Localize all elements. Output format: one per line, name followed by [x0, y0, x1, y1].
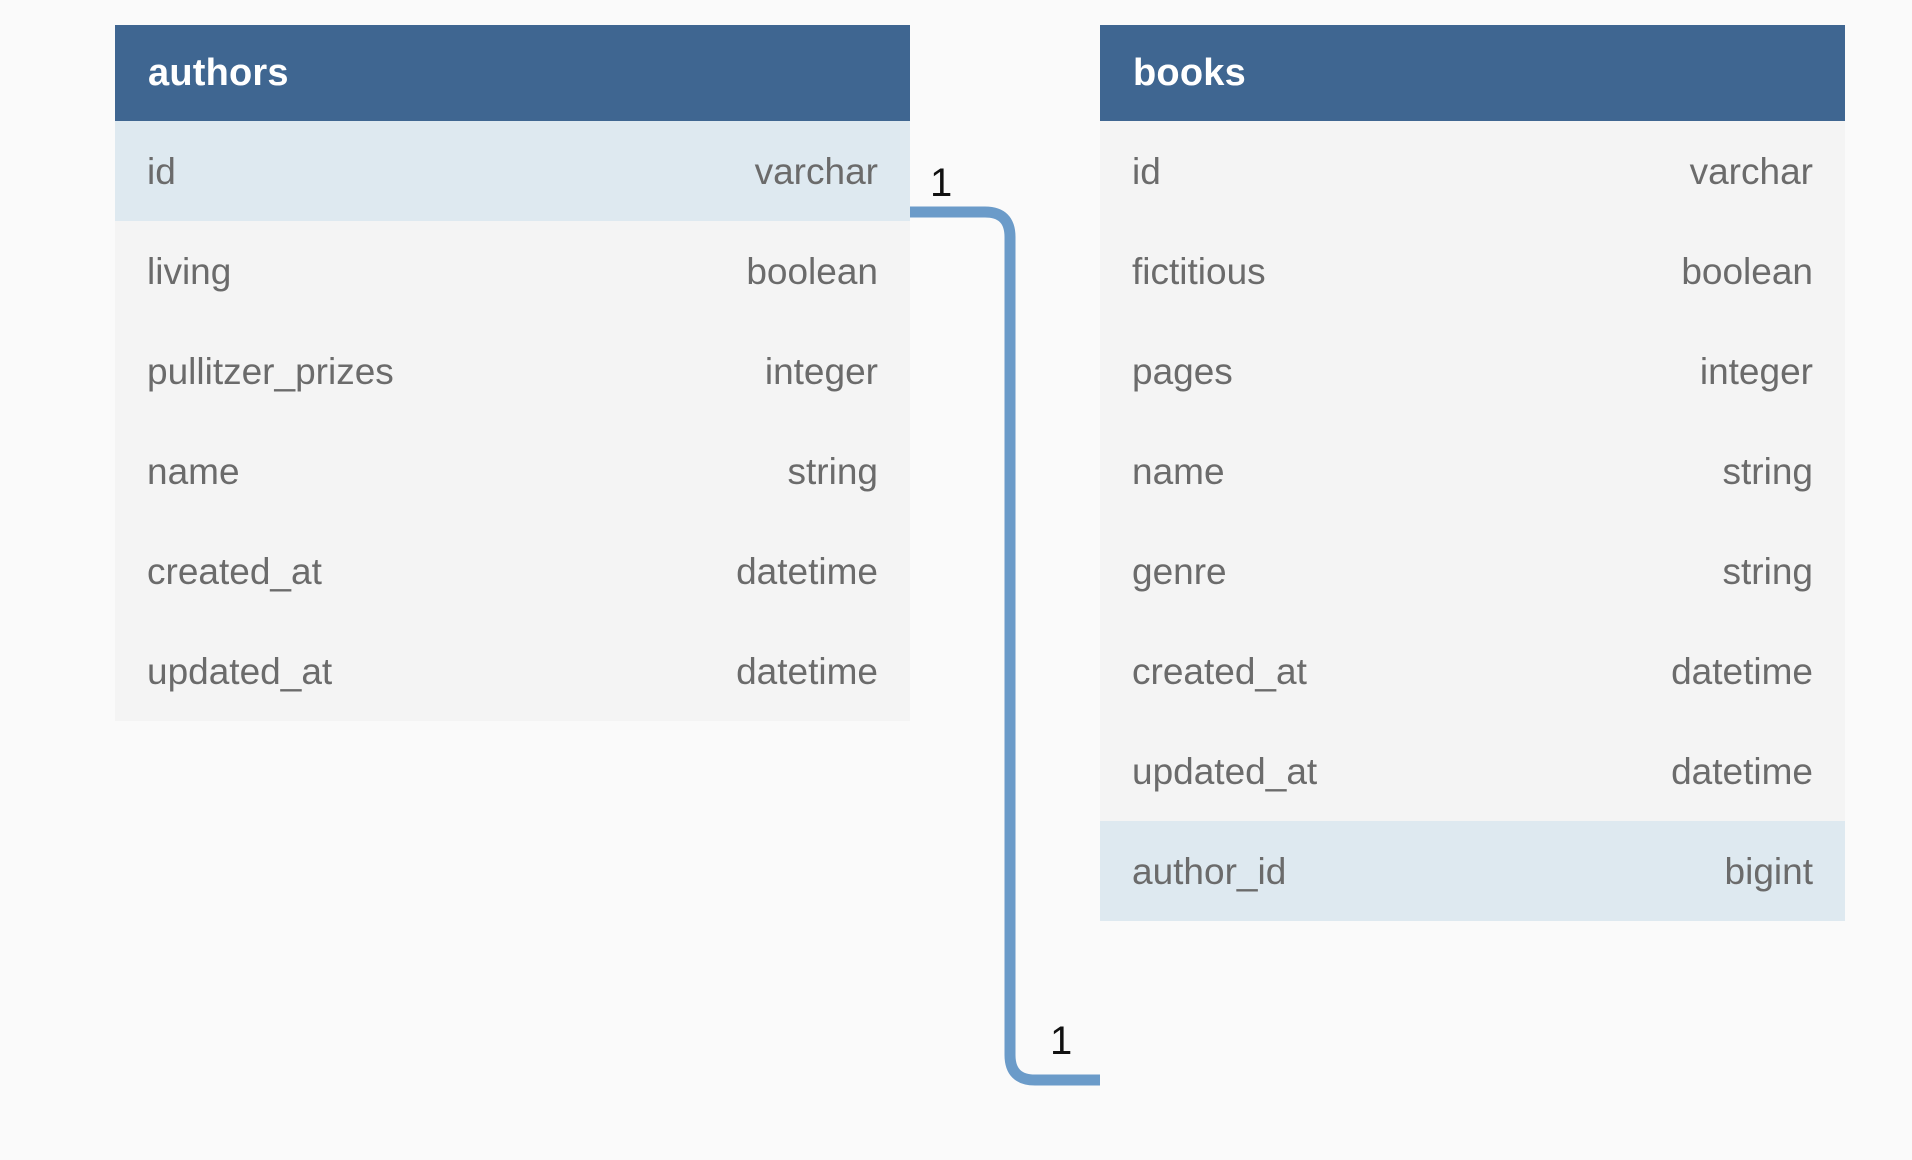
field-type: datetime: [1671, 650, 1813, 692]
field-row-authors-living[interactable]: living boolean: [115, 221, 910, 321]
field-row-books-author-id[interactable]: author_id bigint: [1100, 821, 1845, 921]
entity-header-authors[interactable]: authors: [115, 25, 910, 121]
field-type: varchar: [754, 150, 878, 192]
field-name: created_at: [147, 550, 322, 592]
field-name: pullitzer_prizes: [147, 350, 394, 392]
field-name: name: [1132, 450, 1225, 492]
field-type: integer: [764, 350, 878, 392]
field-name: living: [147, 250, 232, 292]
field-name: id: [1132, 150, 1161, 192]
field-type: string: [1722, 450, 1813, 492]
field-row-authors-pullitzer-prizes[interactable]: pullitzer_prizes integer: [115, 321, 910, 421]
entity-header-books[interactable]: books: [1100, 25, 1845, 121]
field-row-books-created-at[interactable]: created_at datetime: [1100, 621, 1845, 721]
cardinality-label-source: 1: [930, 161, 953, 205]
field-row-books-fictitious[interactable]: fictitious boolean: [1100, 221, 1845, 321]
field-type: varchar: [1689, 150, 1813, 192]
field-row-books-pages[interactable]: pages integer: [1100, 321, 1845, 421]
entity-fields-authors: id varchar living boolean pullitzer_priz…: [115, 121, 910, 721]
field-type: string: [787, 450, 878, 492]
field-type: datetime: [736, 550, 878, 592]
field-name: id: [147, 150, 176, 192]
field-row-authors-name[interactable]: name string: [115, 421, 910, 521]
field-row-authors-id[interactable]: id varchar: [115, 121, 910, 221]
field-type: datetime: [1671, 750, 1813, 792]
field-row-authors-created-at[interactable]: created_at datetime: [115, 521, 910, 621]
field-name: pages: [1132, 350, 1233, 392]
field-name: genre: [1132, 550, 1227, 592]
field-type: bigint: [1724, 850, 1813, 892]
field-row-books-id[interactable]: id varchar: [1100, 121, 1845, 221]
field-row-books-name[interactable]: name string: [1100, 421, 1845, 521]
field-row-books-genre[interactable]: genre string: [1100, 521, 1845, 621]
field-type: integer: [1699, 350, 1813, 392]
field-name: name: [147, 450, 240, 492]
field-type: boolean: [746, 250, 878, 292]
field-type: string: [1722, 550, 1813, 592]
field-row-authors-updated-at[interactable]: updated_at datetime: [115, 621, 910, 721]
field-name: updated_at: [1132, 750, 1318, 792]
field-type: datetime: [736, 650, 878, 692]
relationship-path: [910, 206, 1100, 1086]
entity-title-authors: authors: [148, 52, 289, 94]
entity-table-books[interactable]: books id varchar fictitious boolean page…: [1100, 25, 1845, 921]
cardinality-label-target: 1: [1050, 1019, 1073, 1063]
field-type: boolean: [1681, 250, 1813, 292]
field-name: updated_at: [147, 650, 333, 692]
entity-title-books: books: [1133, 52, 1246, 94]
field-name: created_at: [1132, 650, 1307, 692]
entity-fields-books: id varchar fictitious boolean pages inte…: [1100, 121, 1845, 921]
entity-table-authors[interactable]: authors id varchar living boolean pullit…: [115, 25, 910, 721]
field-row-books-updated-at[interactable]: updated_at datetime: [1100, 721, 1845, 821]
field-name: fictitious: [1132, 250, 1266, 292]
field-name: author_id: [1132, 850, 1287, 892]
